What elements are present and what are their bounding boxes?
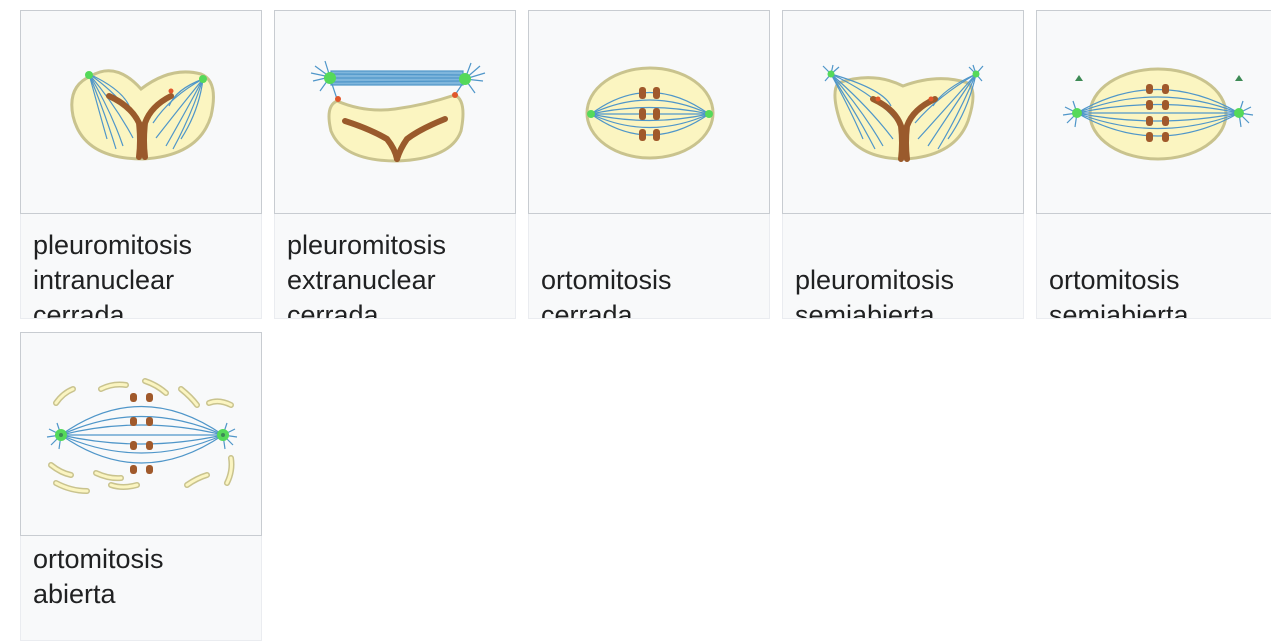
caption-box: pleuromitosis intranuclear cerrada [20,214,262,319]
diagram-thumbnail[interactable] [1036,10,1271,214]
diagram-thumbnail[interactable] [274,10,516,214]
item-caption: ortomitosis abierta [33,542,255,612]
caption-line: abierta [33,577,255,612]
caption-box: pleuromitosis semiabierta [782,214,1024,319]
caption-line: cerrada [541,298,763,319]
caption-line: intranuclear [33,263,255,298]
item-caption: ortomitosis cerrada [541,263,763,319]
caption-line: ortomitosis [33,542,255,577]
caption-line: semiabierta [1049,298,1271,319]
item-caption: ortomitosis semiabierta [1049,263,1271,319]
pleuromitosis-extranuclear-diagram [275,11,515,213]
diagram-thumbnail[interactable] [528,10,770,214]
item-caption: pleuromitosis intranuclear cerrada [33,228,255,319]
caption-line: cerrada [287,298,509,319]
caption-line: pleuromitosis [795,263,1017,298]
caption-line: ortomitosis [541,263,763,298]
caption-line: semiabierta [795,298,1017,319]
pleuromitosis-intranuclear-diagram [21,11,261,213]
caption-line: extranuclear [287,263,509,298]
pleuromitosis-semiabierta-diagram [783,11,1023,213]
gallery-item-ortomitosis-semiabierta[interactable]: ortomitosis semiabierta [1036,10,1271,320]
caption-line: ortomitosis [1049,263,1271,298]
diagram-thumbnail[interactable] [20,332,262,536]
caption-line: cerrada [33,298,255,319]
caption-box: ortomitosis semiabierta [1036,214,1271,319]
ortomitosis-cerrada-diagram [529,11,769,213]
diagram-thumbnail[interactable] [782,10,1024,214]
ortomitosis-abierta-diagram [21,333,261,535]
ortomitosis-semiabierta-diagram [1037,11,1271,213]
caption-box: ortomitosis cerrada [528,214,770,319]
caption-box: pleuromitosis extranuclear cerrada [274,214,516,319]
item-caption: pleuromitosis semiabierta [795,263,1017,319]
caption-line: pleuromitosis [287,228,509,263]
item-caption: pleuromitosis extranuclear cerrada [287,228,509,319]
diagram-thumbnail[interactable] [20,10,262,214]
caption-line: pleuromitosis [33,228,255,263]
caption-box: ortomitosis abierta [20,536,262,641]
